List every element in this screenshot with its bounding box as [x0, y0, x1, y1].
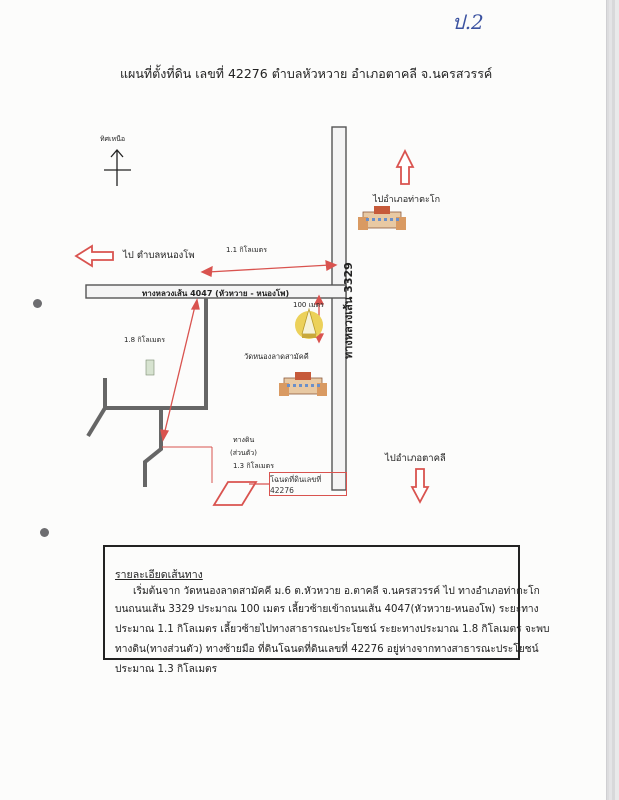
to-tha-tako-label: ไปอำเภอท่าตะโก [373, 195, 441, 205]
location-map [74, 126, 430, 506]
north-label: ทิศเหนือ [100, 135, 126, 143]
distance-label-100m: 100 เมตร [293, 301, 324, 309]
north-arrow-icon [104, 149, 131, 186]
dirt-road-label: ทางดิน [233, 436, 255, 444]
distance-label-1-1km: 1.1 กิโลเมตร [226, 246, 267, 254]
road-3329-label: ทางหลวงเส้น 3329 [342, 262, 355, 359]
route-details-box: รายละเอียดเส้นทาง เริ่มต้นจาก วัดหนองลาด… [103, 545, 550, 675]
to-takhli-label: ไปอำเภอตาคลี [385, 453, 446, 464]
arrow-left-icon [74, 244, 114, 268]
route-details-line: ประมาณ 1.3 กิโลเมตร [115, 664, 218, 675]
document-title: แผนที่ตั้งที่ดิน เลขที่ 42276 ตำบลหัวหวา… [120, 66, 493, 81]
land-parcel-42276 [212, 481, 258, 506]
temple-label: วัดหนองลาดสามัคคี [244, 352, 309, 361]
distance-label-1-3km: 1.3 กิโลเมตร [233, 462, 274, 470]
distance-arrow-1-1km [207, 264, 331, 273]
road-4047 [85, 284, 347, 299]
route-details-line: บนถนนเส้น 3329 ประมาณ 100 เมตร เลี้ยวซ้า… [115, 604, 539, 615]
distance-arrow-1-8km [163, 305, 196, 436]
to-nong-pho-label: ไป ตำบลหนองโพ [123, 250, 195, 261]
building-icon [279, 372, 327, 396]
route-details-line: ประมาณ 1.1 กิโลเมตร เลี้ยวซ้ายไปทางสาธาร… [115, 624, 550, 635]
road-4047-label: ทางหลวงเส้น 4047 (หัวหวาย - หนองโพ) [142, 289, 290, 298]
arrow-up-icon [395, 148, 415, 185]
distance-label-1-8km: 1.8 กิโลเมตร [124, 336, 165, 344]
dirt-road [162, 446, 213, 483]
route-details-line: เริ่มต้นจาก วัดหนองลาดสามัคคี ม.6 ต.หัวห… [133, 586, 540, 597]
deed-number-label: โฉนดที่ดินเลขที่ 42276 [269, 472, 347, 496]
arrow-down-icon [410, 468, 430, 504]
temple-icon [295, 307, 323, 339]
public-way [86, 298, 208, 487]
building-icon [358, 206, 406, 230]
punch-hole [33, 299, 42, 308]
road-3329 [331, 126, 347, 491]
marker-icon [145, 359, 155, 376]
route-details-line: ทางดิน(ทางส่วนตัว) ทางซ้ายมือ ที่ดินโฉนด… [115, 644, 539, 655]
page-number: ป.2 [452, 10, 484, 34]
punch-hole [40, 528, 49, 537]
dirt-road-private-label: (ส่วนตัว) [230, 449, 257, 457]
route-details-heading: รายละเอียดเส้นทาง [115, 569, 203, 581]
